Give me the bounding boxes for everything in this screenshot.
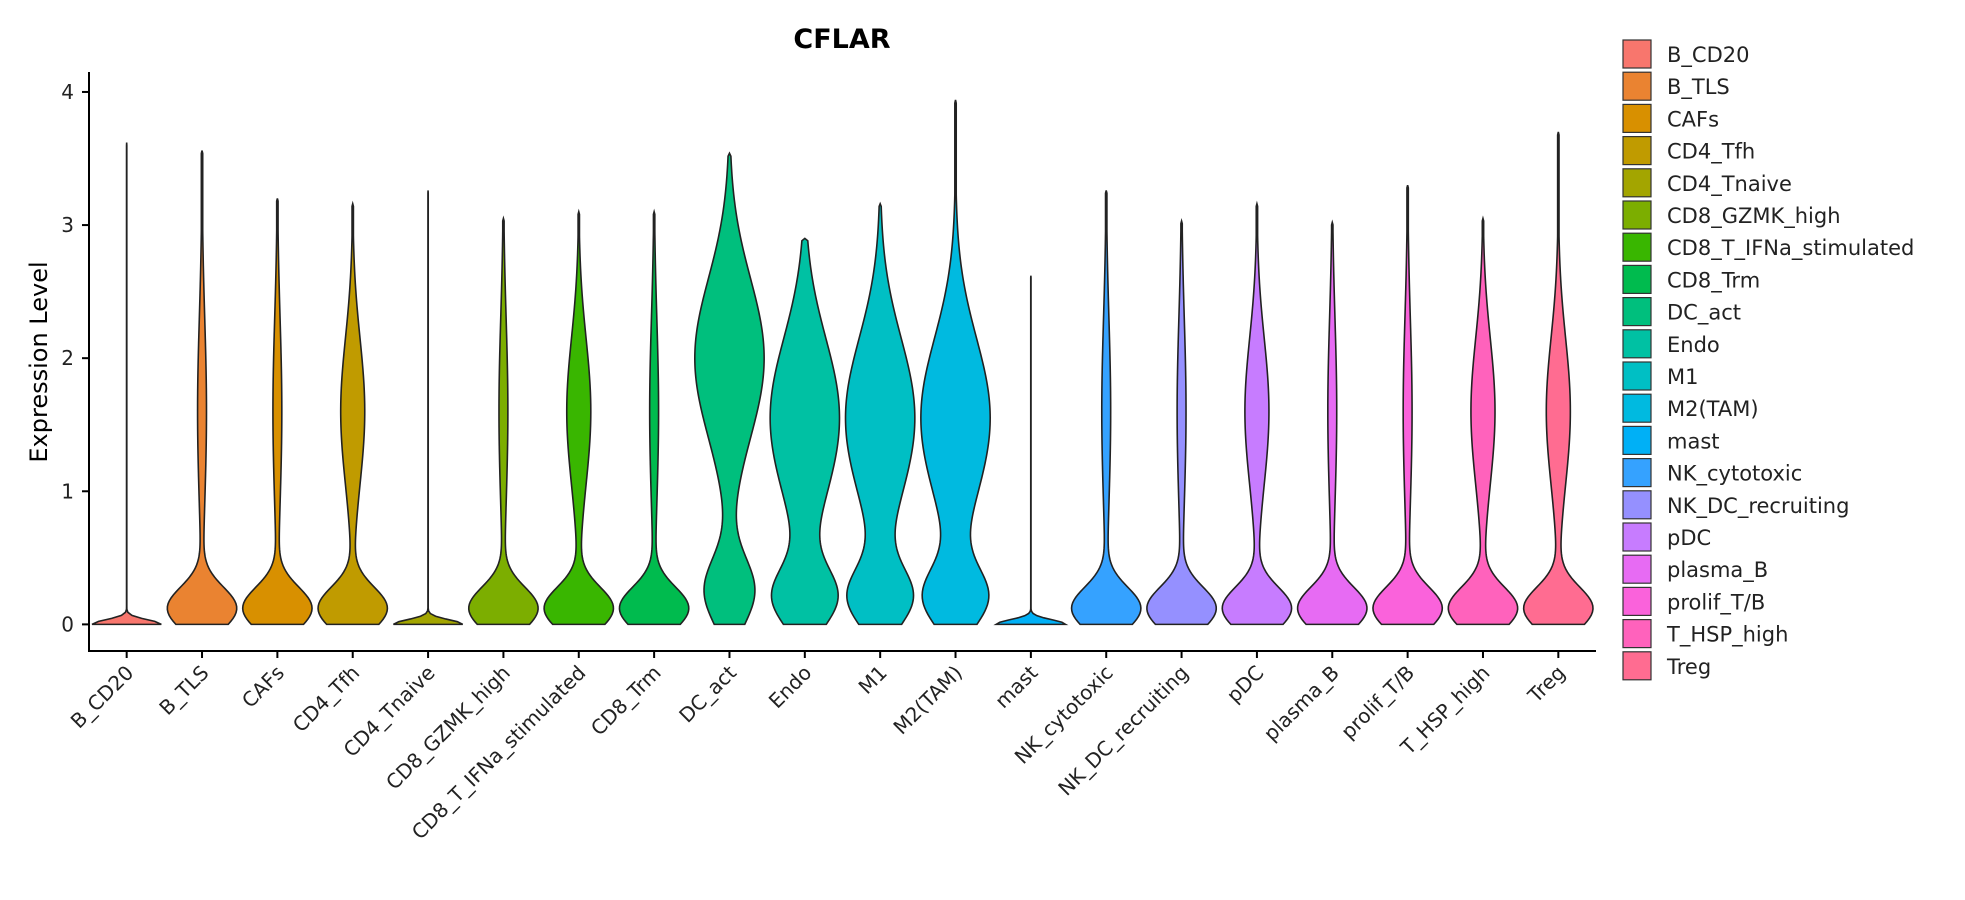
legend-swatch [1622, 490, 1652, 520]
violin-mast [993, 275, 1069, 626]
violins-layer [91, 99, 1594, 626]
legend-swatch [1622, 393, 1652, 423]
legend-swatch [1622, 264, 1652, 294]
y-axis: 0 1 2 3 4 [61, 80, 89, 636]
legend-label: CD8_T_IFNa_stimulated [1667, 236, 1914, 261]
legend-swatch [1622, 136, 1652, 166]
legend-label: plasma_B [1667, 558, 1768, 583]
x-tick-label: mast [990, 660, 1042, 712]
legend-swatch [1622, 103, 1652, 134]
legend-swatch [1622, 71, 1652, 101]
legend-label: CD4_Tnaive [1667, 172, 1792, 197]
violin-M2(TAM) [920, 99, 991, 626]
legend-label: B_TLS [1667, 75, 1730, 100]
legend-label: pDC [1667, 526, 1711, 550]
violin-CD4_Tnaive [393, 190, 464, 626]
x-tick-label: plasma_B [1259, 661, 1344, 746]
y-tick-label: 4 [61, 80, 74, 104]
violin-CD8_Trm [618, 208, 690, 626]
legend-label: prolif_T/B [1667, 590, 1765, 615]
legend-label: CAFs [1667, 107, 1719, 131]
x-tick-label: CD8_Trm [586, 661, 666, 741]
legend-swatch [1622, 361, 1652, 391]
violin-B_TLS [166, 150, 238, 626]
y-tick-label: 2 [61, 346, 74, 370]
x-tick-label: Endo [764, 661, 817, 714]
legend-label: Endo [1667, 333, 1720, 357]
x-tick-label: B_TLS [154, 661, 213, 720]
x-tick-label: CD4_Tfh [288, 661, 364, 737]
legend-swatch [1622, 297, 1652, 327]
violin-CD8_GZMK_high [467, 215, 539, 626]
legend-swatch [1622, 232, 1652, 262]
violin-CD8_T_IFNa_stimulated [543, 208, 615, 626]
violin-M1 [844, 201, 916, 626]
legend-label: B_CD20 [1667, 43, 1749, 68]
violin-B_CD20 [91, 142, 162, 626]
x-tick-label: pDC [1222, 661, 1269, 708]
legend-swatch [1622, 458, 1652, 488]
x-tick-label: M1 [854, 661, 892, 699]
violin-DC_act [694, 151, 765, 626]
y-tick-label: 3 [61, 213, 74, 237]
legend-swatch [1622, 329, 1652, 359]
legend-label: CD8_GZMK_high [1667, 204, 1841, 229]
legend-label: NK_DC_recruiting [1667, 494, 1849, 519]
legend-swatch [1622, 651, 1652, 681]
legend-swatch [1622, 168, 1652, 198]
x-tick-label: B_CD20 [66, 661, 139, 734]
chart-title: CFLAR [793, 24, 890, 55]
legend-label: CD8_Trm [1667, 268, 1760, 293]
legend-swatch [1622, 554, 1652, 584]
violin-CAFs [241, 198, 313, 626]
y-axis-title: Expression Level [25, 261, 53, 462]
legend-swatch [1622, 618, 1652, 649]
violin-Treg [1522, 131, 1594, 626]
x-tick-label: DC_act [674, 660, 741, 727]
legend-label: mast [1667, 429, 1720, 453]
x-tick-label: Treg [1522, 661, 1569, 708]
violin-T_HSP_high [1447, 215, 1519, 626]
x-tick-label: M2(TAM) [888, 661, 967, 740]
x-tick-label: CAFs [237, 661, 289, 713]
y-tick-label: 1 [61, 479, 74, 503]
x-tick-label: CD8_GZMK_high [381, 661, 515, 795]
violin-Endo [769, 237, 841, 626]
legend-swatch [1622, 39, 1652, 69]
violin-prolif_T/B [1372, 184, 1444, 626]
legend-label: M2(TAM) [1667, 397, 1759, 421]
legend-swatch [1622, 586, 1652, 617]
legend-swatch [1622, 522, 1652, 552]
violin-CD4_Tfh [317, 200, 389, 626]
legend-label: DC_act [1667, 301, 1741, 326]
y-tick-label: 0 [61, 612, 74, 636]
legend-label: NK_cytotoxic [1667, 462, 1802, 487]
violin-NK_cytotoxic [1070, 190, 1142, 626]
legend-label: M1 [1667, 365, 1698, 389]
legend-swatch [1622, 200, 1652, 230]
violin-NK_DC_recruiting [1146, 218, 1218, 626]
legend-swatch [1622, 425, 1652, 455]
legend-label: CD4_Tfh [1667, 140, 1755, 165]
violin-pDC [1221, 200, 1293, 626]
legend-label: Treg [1666, 655, 1711, 679]
violin-plasma_B [1296, 219, 1368, 626]
legend-label: T_HSP_high [1666, 623, 1788, 648]
x-tick-label: NK_DC_recruiting [1053, 661, 1193, 801]
